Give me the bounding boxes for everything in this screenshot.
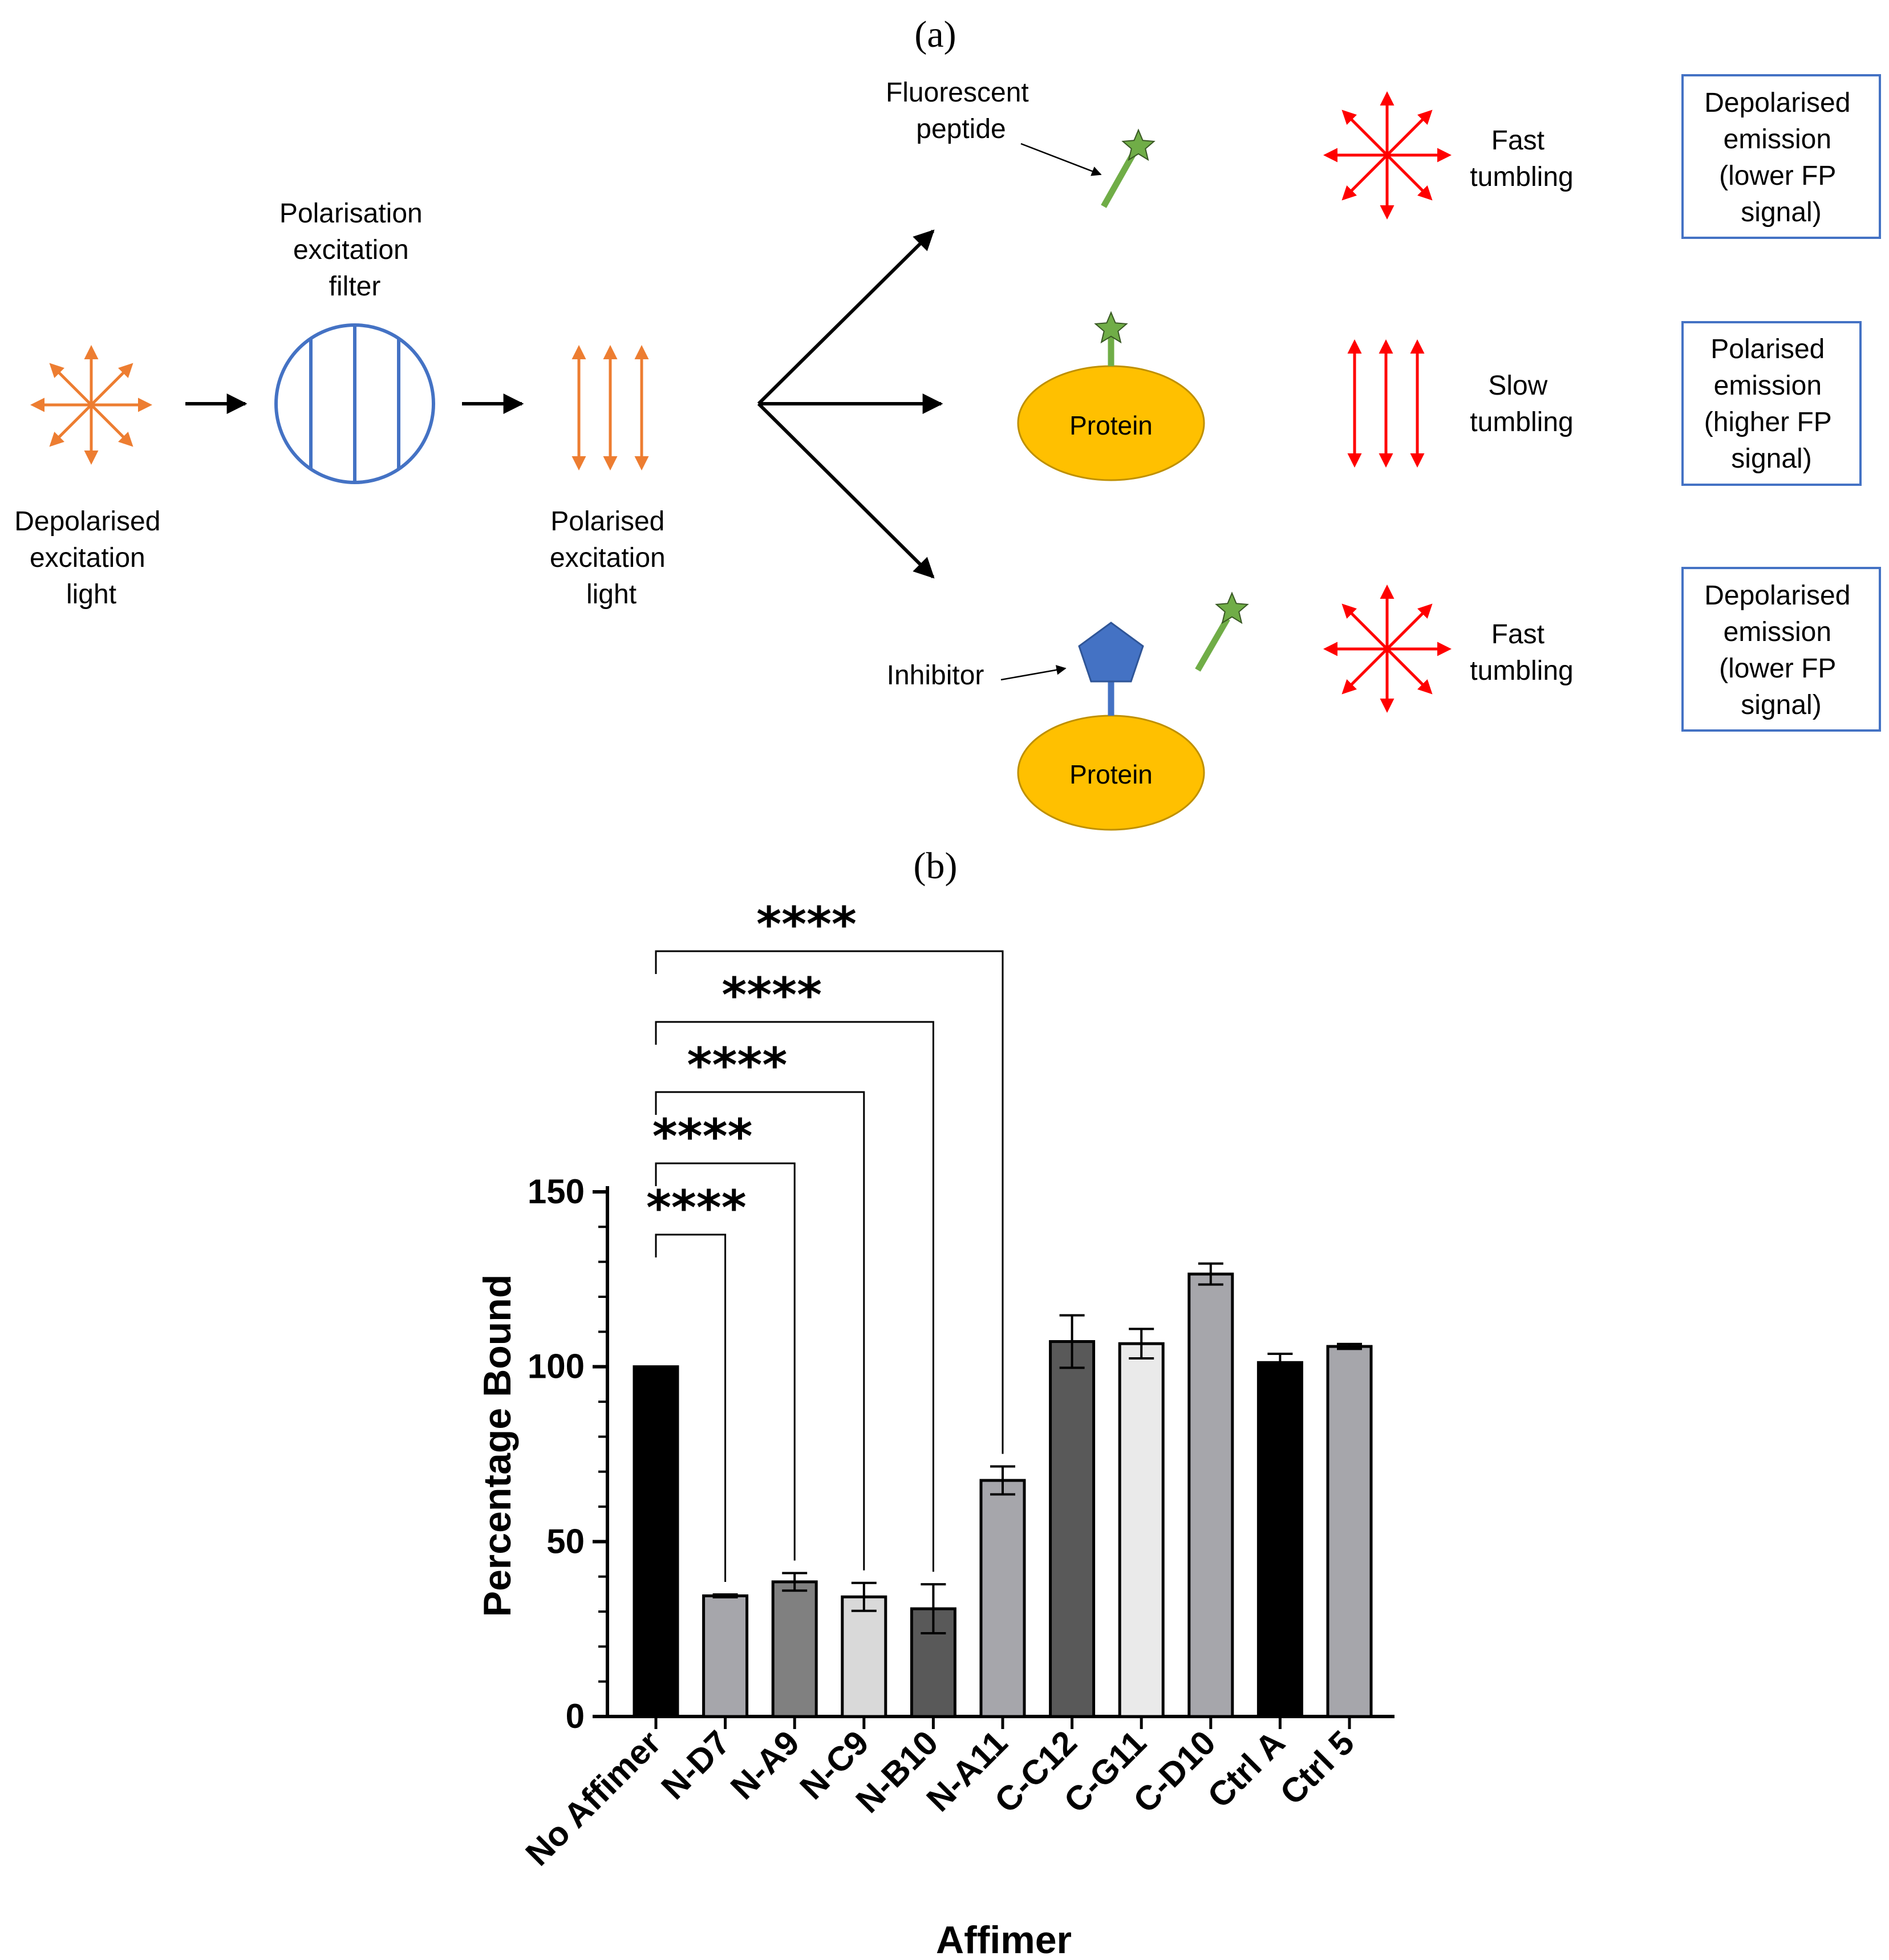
svg-text:Depolarised emission: Depolarised emission (lower FP signal)	[1704, 88, 1858, 228]
tumbling-label-3: Fast tumbling	[1470, 619, 1573, 686]
bar-chart: Percentage Bound Affimer 0 50 100 150 No Aff…	[476, 896, 1395, 1960]
significance-label: ****	[756, 896, 857, 952]
x-tick-label: No Affimer	[518, 1723, 668, 1873]
x-tick-label: Ctrl A	[1200, 1723, 1292, 1815]
bracket-line	[655, 1162, 796, 1561]
bar	[1187, 1272, 1234, 1718]
error-bar	[1267, 1352, 1293, 1373]
y-tick-label: 150	[528, 1172, 585, 1211]
x-axis-title: Affimer	[936, 1918, 1072, 1960]
y-tick-label: 100	[528, 1348, 585, 1386]
significance-bracket: ****	[655, 967, 934, 1572]
error-bar	[1198, 1262, 1223, 1286]
x-tick-label: Ctrl 5	[1272, 1723, 1361, 1812]
polarised-light-icon	[571, 345, 649, 470]
y-tick-label: 50	[546, 1522, 585, 1560]
significance-bracket: ****	[646, 1180, 747, 1582]
fluorescent-peptide-label: Fluorescent peptide	[886, 78, 1036, 144]
x-tick-label: N-D7	[654, 1723, 737, 1807]
polarised-emission-icon	[1347, 339, 1425, 468]
significance-label: ****	[646, 1180, 747, 1236]
protein-bound-inhibitor-icon	[1017, 622, 1205, 831]
error-bar	[1337, 1342, 1362, 1350]
result-box-2: Polarised emission (higher FP signal)	[1681, 321, 1862, 486]
y-tick-label: 0	[566, 1697, 585, 1735]
filter-label: Polarisation excitation filter	[279, 198, 430, 302]
fluorescent-peptide-icon	[1101, 128, 1156, 208]
depolarised-light-label: Depolarised excitation light	[14, 506, 168, 610]
y-axis-title: Percentage Bound	[476, 1275, 519, 1617]
tumbling-label-2: Slow tumbling	[1470, 371, 1573, 437]
bracket-line	[655, 1021, 934, 1572]
svg-text:Depolarised emission: Depolarised emission (lower FP signal)	[1704, 581, 1858, 720]
inhibitor-label: Inhibitor	[887, 660, 984, 691]
depolarised-emission-icon-1	[1323, 91, 1452, 220]
inhibitor-pointer-arrow	[1000, 665, 1067, 681]
significance-label: ****	[652, 1109, 753, 1164]
error-bar	[712, 1593, 738, 1598]
protein-bound-peptide-icon	[1017, 311, 1205, 481]
bar	[841, 1595, 887, 1718]
polarised-light-label: Polarised excitation light	[550, 506, 673, 610]
bracket-line	[655, 950, 1004, 1454]
error-bar	[851, 1581, 877, 1612]
significance-label: ****	[687, 1037, 788, 1093]
bar	[702, 1594, 749, 1718]
error-bar	[990, 1465, 1015, 1496]
panel-b-label: (b)	[914, 845, 958, 887]
bracket-line	[655, 1233, 727, 1582]
svg-text:Polarised emission: Polarised emission (higher FP signal)	[1704, 334, 1839, 474]
significance-bracket: ****	[652, 1109, 796, 1561]
error-bar	[782, 1572, 808, 1592]
bar	[633, 1365, 679, 1718]
bar	[1256, 1361, 1303, 1718]
significance-bracket: ****	[655, 896, 1004, 1454]
significance-label: ****	[721, 967, 822, 1023]
polarisation-filter-icon	[274, 323, 435, 484]
panel-a-label: (a)	[914, 14, 956, 55]
panel-a: (a) Depolarised excitation light Polaris…	[14, 14, 1881, 831]
bar	[771, 1580, 818, 1718]
depolarised-emission-icon-2	[1323, 585, 1452, 713]
free-peptide-icon	[1195, 591, 1249, 672]
tumbling-label-1: Fast tumbling	[1470, 125, 1573, 192]
result-box-1: Depolarised emission (lower FP signal)	[1681, 74, 1881, 239]
bar	[979, 1479, 1026, 1718]
protein-label-2: Protein	[1069, 760, 1153, 789]
error-bar	[921, 1583, 946, 1635]
bar	[1049, 1340, 1096, 1718]
significance-bracket: ****	[655, 1037, 865, 1571]
x-tick-label: N-A9	[723, 1723, 806, 1807]
bar	[1326, 1345, 1373, 1718]
bar	[1118, 1342, 1165, 1718]
error-bar	[1059, 1314, 1085, 1369]
branch-arrows	[757, 229, 943, 579]
bracket-line	[655, 1091, 865, 1571]
error-bar	[1129, 1328, 1154, 1360]
result-box-3: Depolarised emission (lower FP signal)	[1681, 567, 1881, 732]
peptide-pointer-arrow	[1020, 143, 1102, 176]
protein-label: Protein	[1069, 411, 1153, 440]
depolarised-light-icon	[30, 345, 152, 465]
